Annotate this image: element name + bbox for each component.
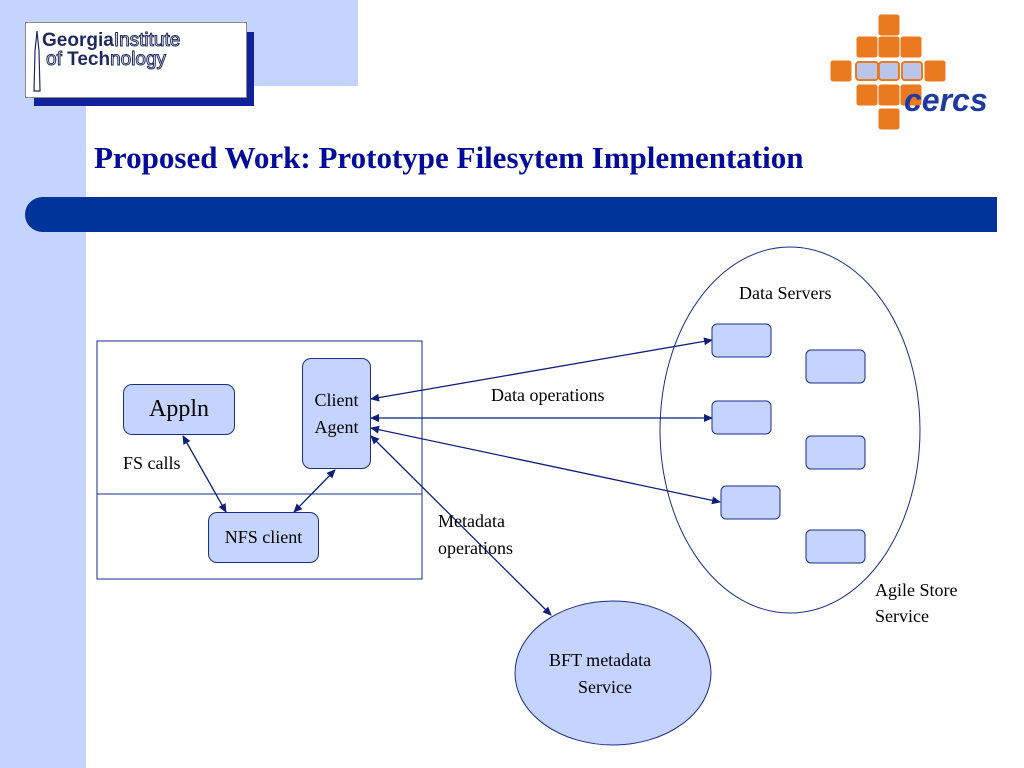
appln-node: Appln [123,384,235,435]
data-servers-label: Data Servers [739,283,832,303]
appln-label: Appln [149,396,209,422]
bft-label-line1: BFT metadata [549,650,652,670]
logo-word-georgia: Georgia [42,30,114,51]
client-agent-node: Client Agent [302,358,371,469]
nfs-client-node: NFS client [208,512,319,563]
data-server-box [805,529,866,564]
arrow-agent-bft [370,435,552,616]
arrow-appln-nfs [182,435,227,513]
cercs-wordmark: cercs [904,82,988,118]
cercs-logo: cercs [829,13,988,131]
title-underline-bar [25,197,997,232]
arrow-agent-server3 [370,425,721,505]
georgia-tech-wordmark: GeorgiaInstitute of Technology [42,30,181,70]
data-server-box [805,349,866,384]
georgia-tech-logo: GeorgiaInstitute of Technology [25,22,247,98]
fs-calls-label: FS calls [123,453,181,473]
data-operations-label: Data operations [491,385,605,405]
logo-word-of: of [45,49,68,70]
slide-title: Proposed Work: Prototype Filesytem Imple… [94,140,804,175]
data-server-box [711,400,772,435]
logo-word-tech: Tech [67,49,111,70]
bft-metadata-ellipse [514,600,712,746]
client-agent-label-line1: Client [314,389,359,410]
bft-label-line2: Service [578,677,632,697]
nfs-client-label: NFS client [224,527,303,547]
data-server-box [711,323,772,358]
arrow-agent-server1 [370,337,713,402]
client-agent-label-line2: Agent [314,416,359,437]
tech-tower-icon [33,31,41,92]
left-decorative-band [0,0,86,768]
metadata-operations-label-line2: operations [438,538,513,558]
logo-word-nology: nology [110,49,167,70]
arrow-agent-nfs [293,469,336,513]
metadata-operations-label-line1: Metadata [438,511,505,531]
data-server-box [805,435,866,470]
agile-store-label-line2: Service [875,606,929,626]
logo-word-institute: Institute [113,30,181,51]
data-server-box [720,485,781,520]
agile-store-label-line1: Agile Store [875,580,958,600]
